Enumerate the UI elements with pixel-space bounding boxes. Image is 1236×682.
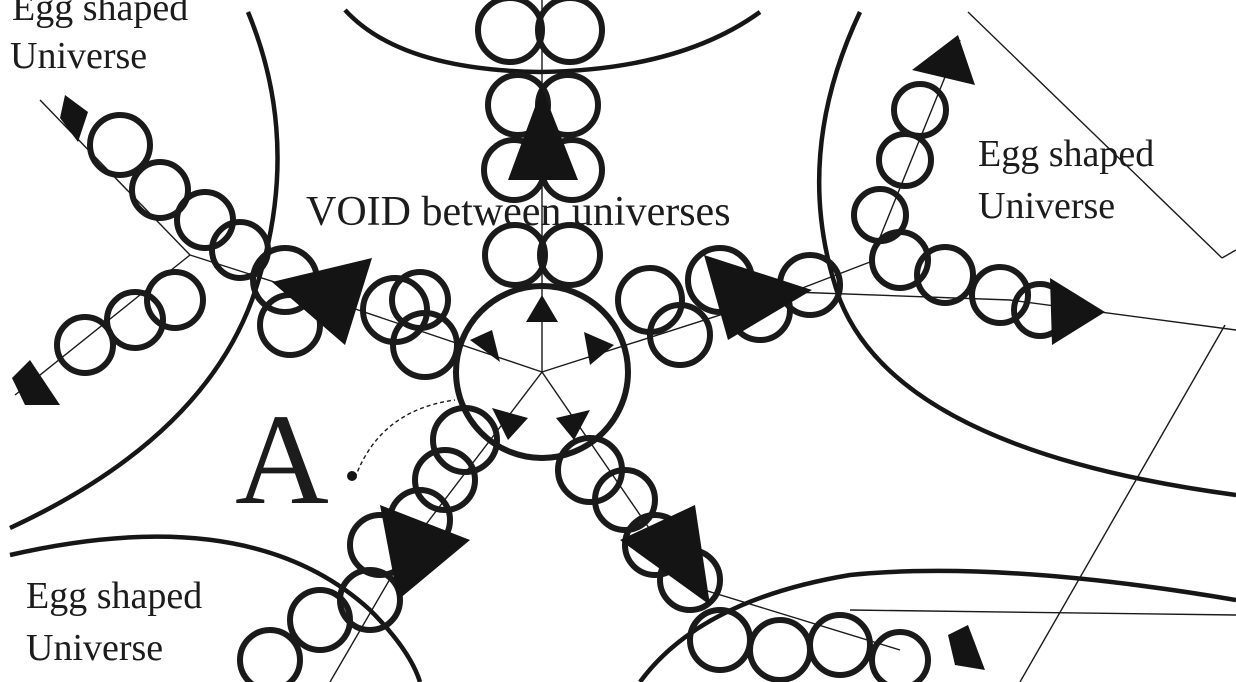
point-a-dot (347, 471, 357, 481)
arrow-far-right (1050, 278, 1105, 345)
arrow-upper-right (912, 35, 975, 85)
label-egg-top-left-line1: Egg shaped (12, 0, 188, 29)
core-arrow-top (526, 295, 558, 322)
dot-cluster-bottom-right (948, 625, 985, 670)
label-egg-bottom-left-line2: Universe (26, 627, 163, 669)
label-egg-right-line2: Universe (978, 185, 1115, 227)
arrow-right (704, 255, 812, 340)
label-void-between-universes: VOID between universes (306, 189, 731, 235)
label-egg-top-left-line2: Universe (10, 35, 147, 77)
top-universe-boundary (345, 10, 760, 72)
dot-cluster-top-left (60, 95, 88, 142)
dot-cluster-left (12, 360, 60, 405)
label-egg-bottom-left-line1: Egg shaped (26, 575, 202, 617)
core-arrow-left (470, 330, 500, 362)
right-universe-boundary (819, 12, 1236, 495)
label-egg-right-line1: Egg shaped (978, 133, 1154, 175)
core-arrow-right (584, 332, 614, 365)
label-point-a: A (235, 388, 329, 532)
loop-chain-bottom-right (558, 438, 928, 682)
